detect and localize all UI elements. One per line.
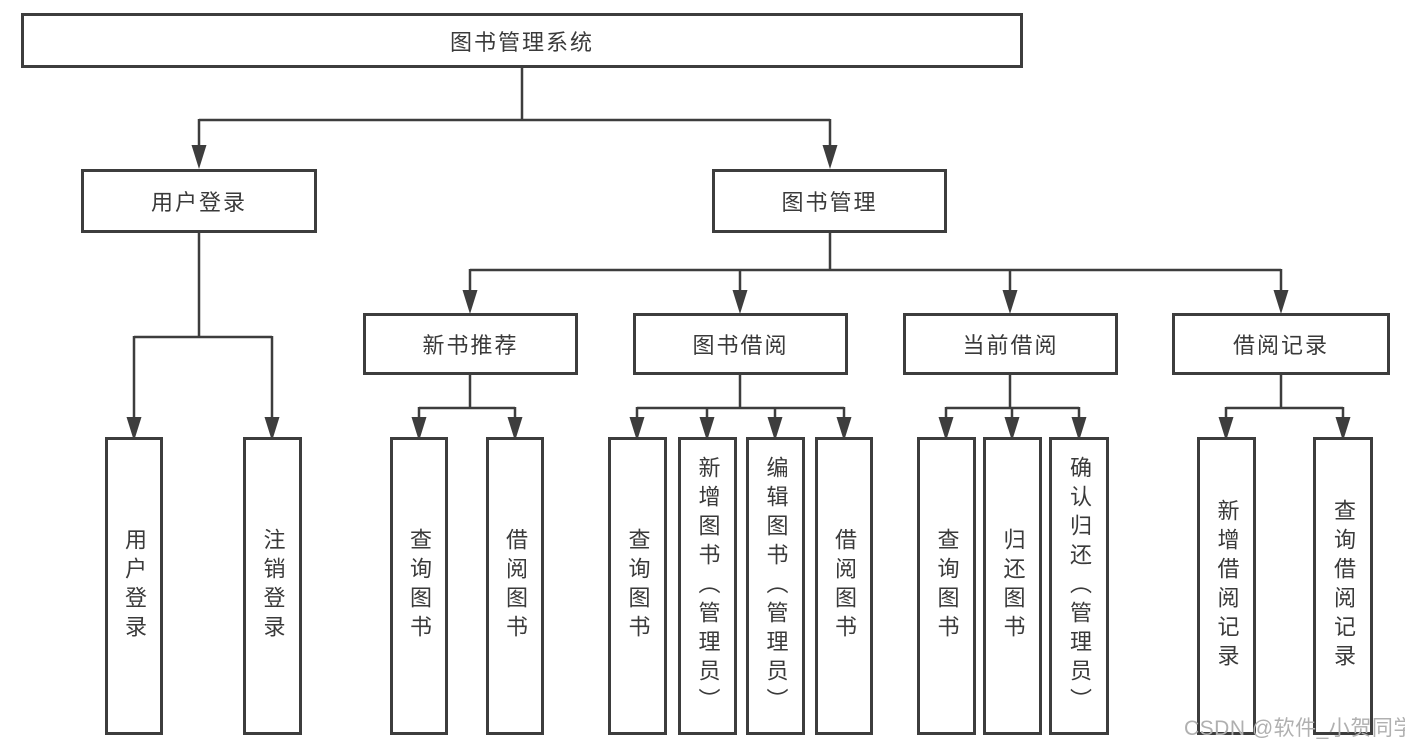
leaf-borrow-books-recommend: 借阅图书 — [486, 437, 544, 735]
leaf-return-books: 归还图书 — [983, 437, 1042, 735]
leaf-query-borrow-record: 查询借阅记录 — [1313, 437, 1373, 735]
node-new-book-recommend-label: 新书推荐 — [422, 333, 519, 358]
leaf-query-books-current: 查询图书 — [917, 437, 976, 735]
connector-user-login-branch — [126, 233, 280, 441]
connector-current-borrowing-branch — [938, 375, 1087, 441]
leaf-add-book-admin: 新增图书（管理员） — [678, 437, 737, 735]
leaf-user-login: 用户登录 — [105, 437, 163, 735]
node-book-management: 图书管理 — [712, 169, 947, 233]
leaf-confirm-return-admin: 确认归还（管理员） — [1049, 437, 1109, 735]
node-borrow-records-label: 借阅记录 — [1232, 333, 1329, 358]
leaf-query-books-recommend-label: 查询图书 — [407, 528, 432, 644]
node-library-system-label: 图书管理系统 — [449, 29, 594, 55]
node-user-login: 用户登录 — [81, 169, 317, 233]
leaf-user-login-label: 用户登录 — [122, 528, 147, 644]
node-current-borrowing: 当前借阅 — [903, 313, 1118, 375]
leaf-borrow-books-borrowing-label: 借阅图书 — [832, 528, 857, 644]
node-library-system: 图书管理系统 — [21, 13, 1023, 68]
node-current-borrowing-label: 当前借阅 — [962, 333, 1059, 358]
connector-borrow-records-branch — [1218, 375, 1351, 441]
leaf-confirm-return-admin-label: 确认归还（管理员） — [1067, 455, 1092, 717]
connector-book-management-branch — [462, 233, 1289, 314]
leaf-edit-book-admin: 编辑图书（管理员） — [746, 437, 805, 735]
node-new-book-recommend: 新书推荐 — [363, 313, 578, 375]
leaf-query-books-current-label: 查询图书 — [934, 528, 960, 644]
watermark-text: CSDN @软件_小贺同学 — [1184, 717, 1405, 740]
leaf-logout: 注销登录 — [243, 437, 302, 735]
node-book-borrowing: 图书借阅 — [633, 313, 848, 375]
connector-root-branch — [191, 68, 838, 169]
leaf-borrow-books-borrowing: 借阅图书 — [815, 437, 873, 735]
node-book-borrowing-label: 图书借阅 — [692, 333, 789, 358]
leaf-add-borrow-record-label: 新增借阅记录 — [1214, 499, 1240, 673]
leaf-borrow-books-recommend-label: 借阅图书 — [503, 528, 528, 644]
leaf-query-books-borrowing: 查询图书 — [608, 437, 667, 735]
connector-book-borrowing-branch — [629, 375, 852, 441]
leaf-edit-book-admin-label: 编辑图书（管理员） — [763, 455, 789, 717]
leaf-add-borrow-record: 新增借阅记录 — [1197, 437, 1256, 735]
leaf-query-books-recommend: 查询图书 — [390, 437, 448, 735]
connector-new-book-branch — [411, 375, 523, 441]
node-user-login-label: 用户登录 — [150, 190, 247, 215]
leaf-query-borrow-record-label: 查询借阅记录 — [1331, 499, 1356, 673]
leaf-return-books-label: 归还图书 — [1000, 528, 1026, 644]
leaf-add-book-admin-label: 新增图书（管理员） — [695, 455, 721, 717]
node-book-management-label: 图书管理 — [781, 190, 878, 215]
leaf-logout-label: 注销登录 — [260, 528, 286, 644]
node-borrow-records: 借阅记录 — [1172, 313, 1390, 375]
leaf-query-books-borrowing-label: 查询图书 — [625, 528, 651, 644]
